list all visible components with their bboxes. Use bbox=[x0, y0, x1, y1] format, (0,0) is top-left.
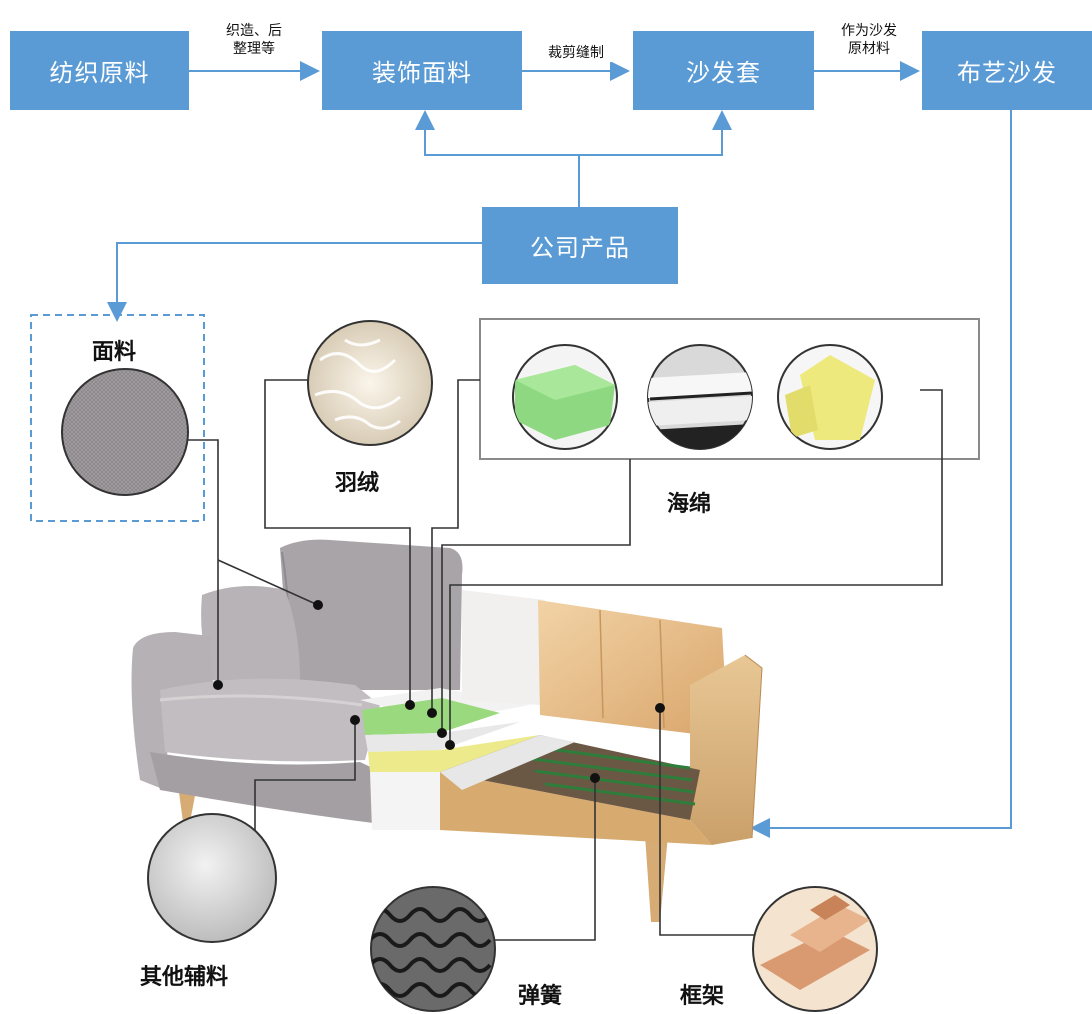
fabric-swatch-circle bbox=[61, 368, 189, 496]
sofa-illustration bbox=[131, 539, 763, 922]
part-label-frame: 框架 bbox=[680, 983, 725, 1009]
leader-lines bbox=[188, 379, 943, 941]
spring-swatch-circle bbox=[370, 886, 496, 1012]
part-label-spring: 弹簧 bbox=[518, 983, 563, 1009]
box-decorative-fabric: 装饰面料 bbox=[322, 31, 522, 110]
edge-label-weaving-line1: 织造、后 bbox=[226, 23, 282, 39]
edge-label-raw-material: 作为沙发 原材料 bbox=[826, 22, 912, 58]
flow-arrows bbox=[107, 61, 1012, 838]
part-label-down: 羽绒 bbox=[335, 470, 380, 496]
box-sofa-cover: 沙发套 bbox=[633, 31, 814, 110]
leader-dots bbox=[213, 600, 665, 783]
box-fabric-sofa: 布艺沙发 bbox=[922, 31, 1092, 110]
part-label-accessories: 其他辅料 bbox=[140, 964, 229, 990]
edge-label-weaving-line2: 整理等 bbox=[233, 41, 275, 57]
sponge-green-circle bbox=[512, 344, 618, 450]
box-textile-raw-material: 纺织原料 bbox=[10, 31, 189, 110]
edge-label-raw-material-line1: 作为沙发 bbox=[841, 23, 897, 39]
part-label-fabric: 面料 bbox=[92, 339, 137, 365]
sponge-yellow-circle bbox=[777, 344, 883, 450]
frame-swatch-circle bbox=[752, 886, 878, 1012]
edge-label-raw-material-line2: 原材料 bbox=[848, 41, 890, 57]
edge-label-weaving: 织造、后 整理等 bbox=[202, 22, 306, 58]
accessory-swatch-circle bbox=[147, 813, 277, 943]
edge-label-cut-sew: 裁剪缝制 bbox=[530, 44, 622, 62]
fabric-dashed-frame bbox=[30, 314, 205, 522]
part-label-sponge: 海绵 bbox=[667, 491, 712, 517]
down-swatch-circle bbox=[307, 320, 433, 446]
sponge-white-circle bbox=[647, 344, 753, 450]
box-company-product: 公司产品 bbox=[482, 207, 678, 284]
